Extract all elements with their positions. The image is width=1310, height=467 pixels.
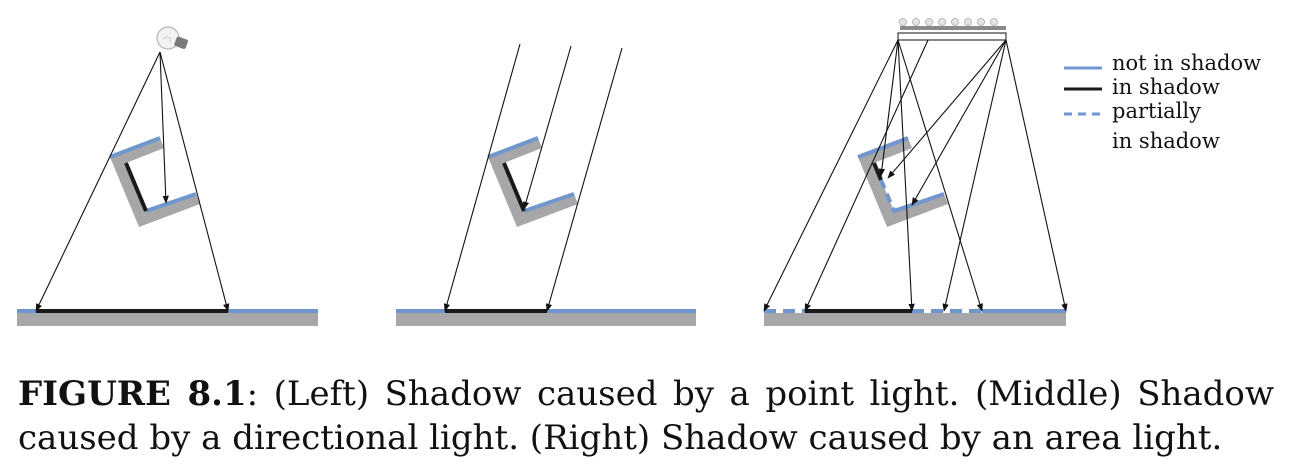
ray xyxy=(897,39,915,312)
ground-slab xyxy=(396,313,696,326)
occluder-lit-top xyxy=(487,136,539,159)
ray xyxy=(887,39,1007,179)
ray xyxy=(159,51,230,312)
ray xyxy=(878,39,899,177)
shadow-diagram: not in shadow in shadow partially in sha… xyxy=(17,18,1261,326)
figure-label: FIGURE 8.1 xyxy=(18,374,247,414)
occluder-shadowed xyxy=(502,162,526,212)
ray xyxy=(897,39,983,312)
occluder-lit-bottom xyxy=(523,192,575,213)
ray xyxy=(443,43,521,312)
ray xyxy=(35,51,161,312)
legend: not in shadow in shadow partially in sha… xyxy=(1064,51,1261,153)
ray xyxy=(763,39,899,312)
occluder-shadowed xyxy=(124,162,148,212)
ray xyxy=(522,45,572,210)
occluder-partial xyxy=(879,179,913,214)
occluder xyxy=(488,138,578,227)
legend-label-partial-1: partially xyxy=(1112,99,1201,123)
middle-panel xyxy=(396,43,696,326)
occluder xyxy=(110,138,200,227)
caption-text: : (Left) Shadow caused by a point light.… xyxy=(18,374,1275,458)
right-panel xyxy=(763,18,1068,326)
light-bulb-icon xyxy=(156,26,188,50)
legend-label-in-shadow: in shadow xyxy=(1112,75,1220,99)
legend-label-partial-2: in shadow xyxy=(1112,129,1220,153)
ground-slab xyxy=(764,313,1066,326)
occluder xyxy=(858,138,948,227)
occluder-lit-top xyxy=(857,136,909,159)
light-bulb-row-icon xyxy=(899,18,1006,30)
ray xyxy=(942,39,1007,312)
occluder-shadowed xyxy=(872,162,883,181)
occluder-lit-top xyxy=(109,136,161,159)
ray xyxy=(545,47,623,312)
ray xyxy=(1005,39,1068,312)
left-panel xyxy=(17,26,318,326)
occluder-lit-bottom xyxy=(893,192,945,213)
occluder-lit-bottom xyxy=(145,192,197,213)
light-frame xyxy=(897,32,1007,41)
ground-slab xyxy=(17,313,318,326)
ray xyxy=(159,51,169,204)
ray xyxy=(804,39,929,312)
figure-caption: FIGURE 8.1: (Left) Shadow caused by a po… xyxy=(18,372,1274,460)
ray xyxy=(911,39,1007,206)
legend-label-not-in-shadow: not in shadow xyxy=(1112,51,1261,75)
